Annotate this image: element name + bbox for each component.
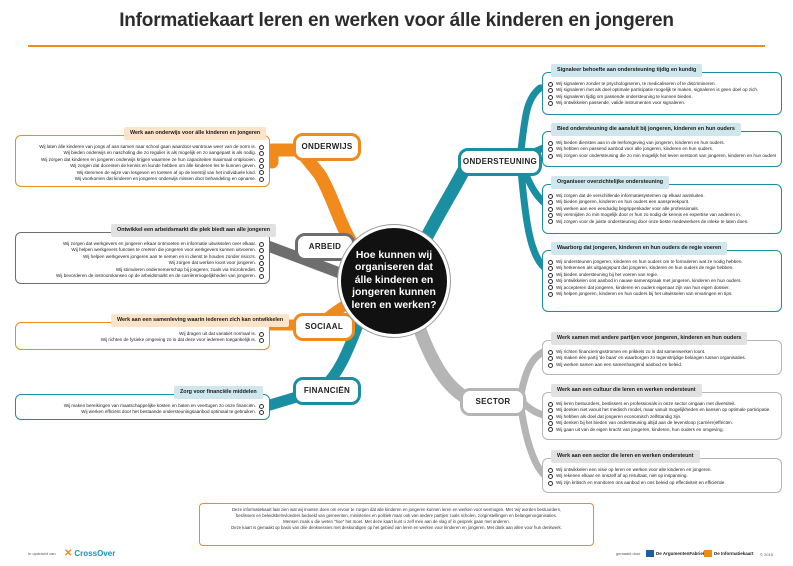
- category-onderwijs: ONDERWIJS: [293, 133, 361, 161]
- list-item: Wij maken bereikingen van maatschappelij…: [21, 403, 264, 409]
- box-werk-samen: Werk samen met andere partijen voor jong…: [542, 332, 782, 375]
- list-item: Wij richten de fysieke omgeving zo in da…: [21, 337, 264, 343]
- box-heading: Ontwikkel een arbeidsmarkt die plek bied…: [111, 224, 277, 237]
- list-item: Wij rekenen elkaar en onszelf af op resu…: [548, 473, 776, 479]
- crossover-logo-text: CrossOver: [74, 549, 116, 558]
- footer-description: Deze informatiekaart laat zien wat wij m…: [199, 503, 594, 546]
- list-item: Wij richten financieringsstromen en prik…: [548, 349, 776, 355]
- list-item: Wij accepteren dat jongeren, kinderen en…: [548, 285, 776, 291]
- list-item: Wij gaan uit van de eigen kracht van jon…: [548, 427, 776, 433]
- informatiekaart-text: De Informatiekaart: [714, 551, 754, 556]
- list-item: Wij helpen jongeren, kinderen en hun oud…: [548, 291, 776, 297]
- footer-line: beslissers en beleidsbeïnvloeders bedoel…: [235, 513, 558, 518]
- crossover-logo: ✕CrossOver: [64, 548, 115, 559]
- box-heading: Organiseer overzichtelijke ondersteuning: [551, 176, 670, 189]
- box-heading: Signaleer behoefte aan ondersteuning tij…: [551, 64, 703, 77]
- central-question: Hoe kunnen wij organiseren dat álle kind…: [338, 225, 450, 337]
- category-financien: FINANCIËN: [293, 377, 361, 405]
- list-item: Wij ondersteunen jongeren, kinderen en h…: [548, 259, 776, 265]
- list-item: Wij herkennen als uitgangspunt dat jonge…: [548, 265, 776, 271]
- argumentenfabriek-text: De ArgumentenFabriek: [656, 551, 706, 556]
- made-by-label: gemaakt door: [616, 551, 641, 556]
- list-item: Wij denken niet vanuit het medisch model…: [548, 407, 776, 413]
- list-item: Wij zorgen dat werkgevers en jongeren el…: [21, 241, 264, 247]
- footer-line: Deze informatiekaart laat zien wat wij m…: [231, 507, 562, 512]
- list-item: Wij maken één partij 'de baas' en waarbo…: [548, 355, 776, 361]
- box-bied-ondersteuning: Bied ondersteuning die aansluit bij jong…: [542, 123, 782, 167]
- list-item: Wij zorgen dat werken loont voor jongere…: [21, 260, 264, 266]
- category-sociaal: SOCIAAL: [293, 313, 355, 341]
- list-item: Wij werken samen aan een samenhangend aa…: [548, 362, 776, 368]
- list-item: Wij werken aan een eenduidig begrippenka…: [548, 206, 776, 212]
- list-item: Wij helpen werkgevers functies te creëre…: [21, 247, 264, 253]
- list-item: Wij voorkomen dat kinderen en jongeren o…: [21, 176, 264, 182]
- informatiekaart-logo: De Informatiekaart: [704, 550, 754, 557]
- list-item: Wij ontwikkelen een visie op leren en we…: [548, 467, 776, 473]
- list-item: Wij denken bij het bieden van ondersteun…: [548, 420, 776, 426]
- footer-line: Mensen zoals u die weten "hoe" het moet.…: [283, 519, 510, 524]
- list-item: Wij versnijden zo min mogelijk door er h…: [548, 212, 776, 218]
- list-item: Wij ontwikkelen ons aanbod in nauwe same…: [548, 278, 776, 284]
- box-heading: Werk aan een samenleving waarin iedereen…: [111, 314, 290, 327]
- box-signaleer: Signaleer behoefte aan ondersteuning tij…: [542, 64, 782, 115]
- copyright-year: © 2015: [760, 552, 773, 557]
- box-sociaal: Werk aan een samenleving waarin iedereen…: [15, 314, 290, 350]
- list-item: Wij bieden diensten aan in de leefomgevi…: [548, 140, 776, 146]
- box-heading: Werk aan een cultuur die leren en werken…: [551, 384, 702, 397]
- box-heading: Werk samen met andere partijen voor jong…: [551, 332, 748, 345]
- list-item: Wij helpen werkgevers jongeren aan te ne…: [21, 254, 264, 260]
- box-cultuur: Werk aan een cultuur die leren en werken…: [542, 384, 782, 440]
- list-item: Wij bieden jongeren, kinderen en hun oud…: [548, 199, 776, 205]
- list-item: Wij laten álle kinderen van jongs af aan…: [21, 144, 264, 150]
- informatiekaart-icon: [704, 550, 712, 557]
- list-item: Wij werken efficiënt door het bestaande …: [21, 409, 264, 415]
- box-heading: Werk aan een sector die leren en werken …: [551, 450, 700, 463]
- list-item: Wij dragen uit dat variatiet normaal is.: [21, 331, 264, 337]
- box-arbeid: Ontwikkel een arbeidsmarkt die plek bied…: [15, 224, 277, 284]
- list-item: Wij signaleren zonder te psychologiseren…: [548, 81, 776, 87]
- list-item: Wij signaleren tijdig om passende onders…: [548, 94, 776, 100]
- list-item: Wij bieden ondersteuning bij het voeren …: [548, 272, 776, 278]
- box-financien: Zorg voor financiële middelen Wij maken …: [15, 386, 270, 420]
- box-sector: Werk aan een sector die leren en werken …: [542, 450, 782, 493]
- list-item: Wij leren bestuurders, beslissers en pro…: [548, 401, 776, 407]
- box-onderwijs: Werk aan onderwijs voor álle kinderen en…: [15, 127, 270, 187]
- twig-ondersteuning-1: [516, 84, 552, 162]
- category-sector: SECTOR: [460, 388, 526, 416]
- page-title: Informatiekaart leren en werken voor áll…: [119, 10, 674, 31]
- list-item: Wij hebben een passend aanbod voor alle …: [548, 146, 776, 152]
- list-item: Wij zorgen dat de verschillende informat…: [548, 193, 776, 199]
- box-organiseer: Organiseer overzichtelijke ondersteuning…: [542, 176, 782, 234]
- box-waarborg-regie: Waarborg dat jongeren, kinderen en hun o…: [542, 242, 782, 312]
- list-item: Wij hebben als doel dat jongeren economi…: [548, 414, 776, 420]
- list-item: Wij ontwikkelen passende, valide instrum…: [548, 100, 776, 106]
- argumentenfabriek-icon: [646, 550, 654, 557]
- title-underline: [28, 45, 765, 47]
- box-heading: Waarborg dat jongeren, kinderen en hun o…: [551, 242, 728, 255]
- list-item: Wij stimuleren ondernemerschap bij jonge…: [21, 267, 264, 273]
- box-heading: Bied ondersteuning die aansluit bij jong…: [551, 123, 741, 136]
- list-item: Wij zijn kritisch en monitoren ons aanbo…: [548, 480, 776, 486]
- list-item: Wij zorgen dat kinderen en jongeren onde…: [21, 157, 264, 163]
- box-heading: Zorg voor financiële middelen: [174, 386, 263, 399]
- category-ondersteuning: ONDERSTEUNING: [458, 148, 542, 176]
- list-item: Wij bevorderen de instroomkansen op de a…: [21, 273, 264, 279]
- list-item: Wij signaleren met als doel optimale par…: [548, 87, 776, 93]
- list-item: Wij zorgen voor de juiste ondersteuning …: [548, 219, 776, 225]
- list-item: Wij bieden onderwijs en nascholing die z…: [21, 150, 264, 156]
- commissioned-by-label: In opdracht van: [28, 551, 56, 556]
- list-item: Wij zorgen dat docenten de kennis en kun…: [21, 163, 264, 169]
- list-item: Wij zorgen voor ondersteuning die zo min…: [548, 153, 776, 159]
- list-item: Wij stemmen de wijze van lesgeven en toe…: [21, 170, 264, 176]
- box-heading: Werk aan onderwijs voor álle kinderen en…: [124, 127, 267, 140]
- crossover-mark-icon: ✕: [64, 548, 73, 559]
- footer-line: Deze kaart is gemaakt op basis van drie …: [231, 525, 562, 530]
- argumentenfabriek-logo: De ArgumentenFabriek: [646, 550, 705, 557]
